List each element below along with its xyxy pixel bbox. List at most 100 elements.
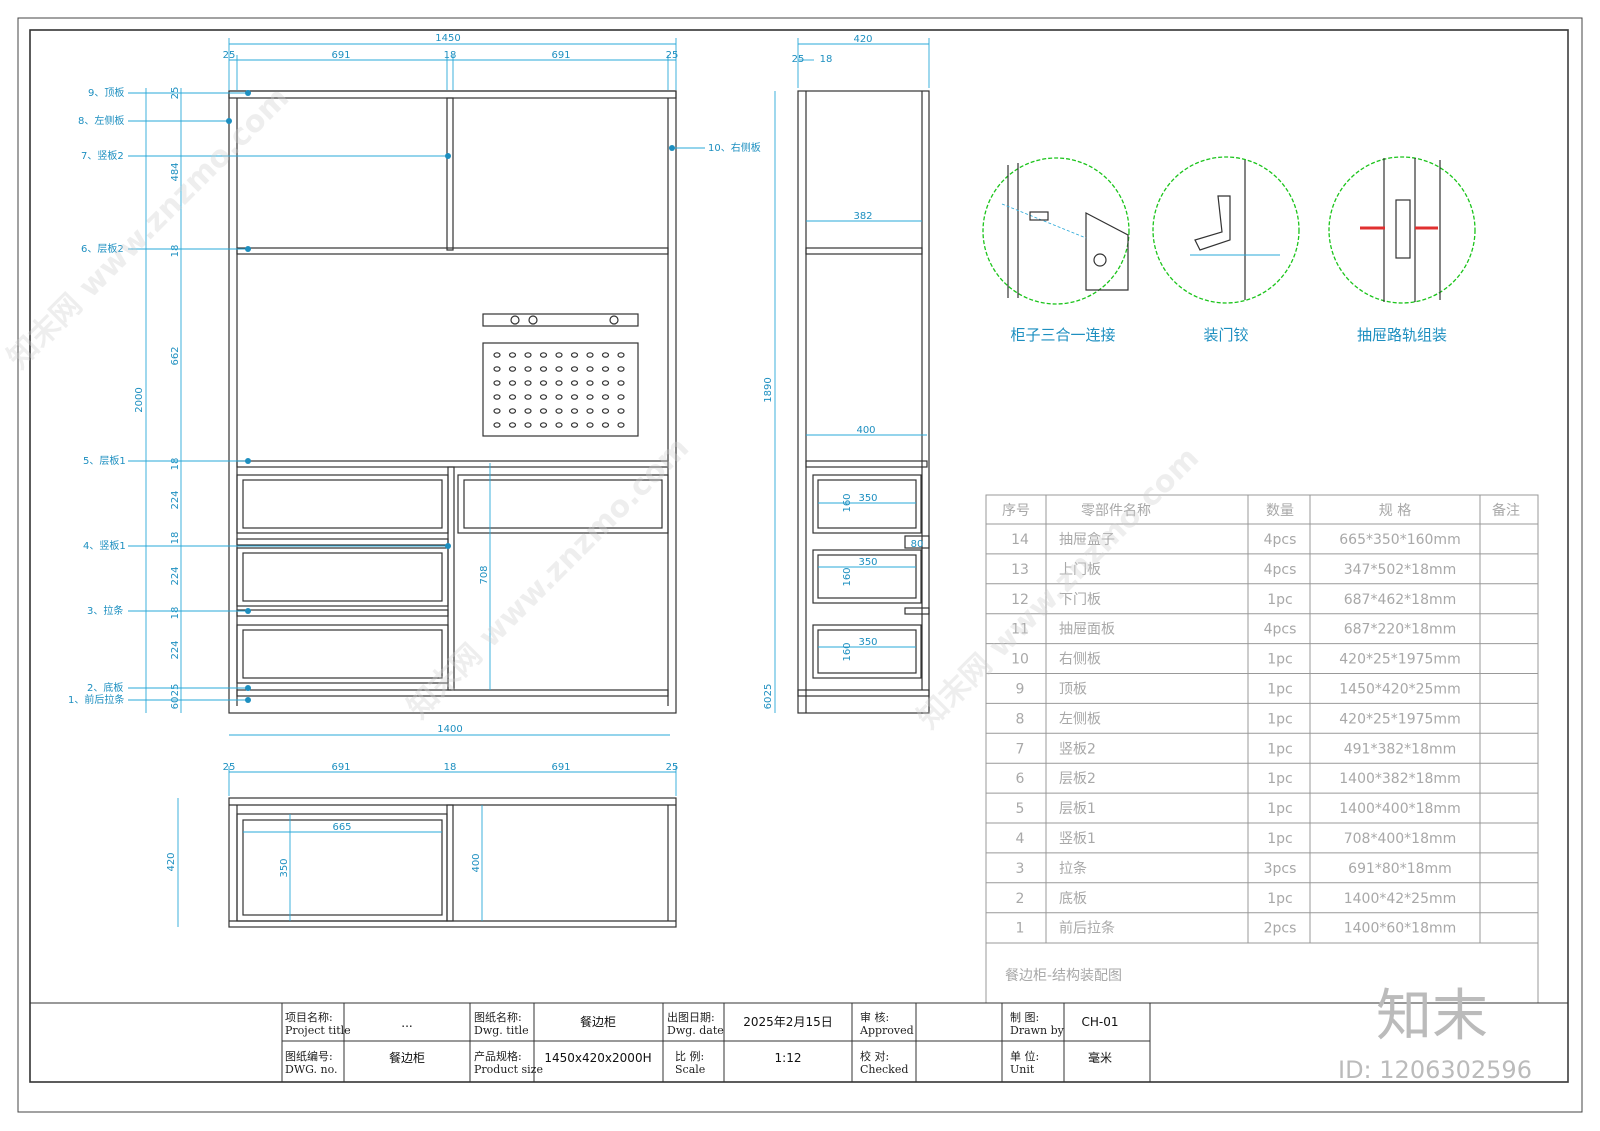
bottom-panel — [236, 689, 669, 697]
svg-text:18: 18 — [170, 245, 181, 258]
peg-hole — [617, 380, 625, 386]
peg-hole — [555, 352, 563, 358]
svg-text:18: 18 — [444, 762, 457, 773]
part-leaders: 9、顶板 8、左侧板 7、竖板2 6、层板2 5、层板1 4、竖板1 3、拉条 … — [68, 86, 761, 706]
svg-text:160: 160 — [842, 642, 853, 661]
sheet-inner-border — [29, 29, 1569, 1083]
svg-text:25: 25 — [170, 684, 181, 697]
svg-text:665: 665 — [332, 822, 351, 833]
svg-text:18: 18 — [170, 458, 181, 471]
svg-text:691: 691 — [551, 50, 570, 61]
peg-hole — [524, 408, 532, 414]
table-cell: 687*462*18mm — [1344, 592, 1457, 608]
svg-text:2025年2月15日: 2025年2月15日 — [743, 1015, 832, 1029]
drawer-rail-icon — [1395, 199, 1411, 259]
svg-text:Dwg. title: Dwg. title — [474, 1024, 529, 1037]
svg-text:4、竖板1: 4、竖板1 — [83, 539, 126, 552]
svg-text:餐边柜: 餐边柜 — [389, 1050, 425, 1065]
drawer-1-right — [457, 474, 669, 534]
svg-text:备注: 备注 — [1492, 502, 1520, 519]
svg-text:25: 25 — [223, 762, 236, 773]
peg-hole — [601, 394, 610, 400]
svg-text:校 对:: 校 对: — [860, 1049, 889, 1063]
peg-hole — [508, 394, 517, 400]
svg-text:1:12: 1:12 — [775, 1051, 802, 1065]
svg-text:25: 25 — [763, 684, 774, 697]
detail-caption-1: 柜子三合一连接 — [1010, 326, 1115, 344]
peg-hole — [601, 408, 610, 414]
peg-hole — [601, 422, 610, 428]
peg-hole — [570, 352, 579, 358]
svg-text:18: 18 — [444, 50, 457, 61]
peg-hole — [586, 408, 594, 414]
peg-hole — [539, 380, 548, 386]
table-cell: 前后拉条 — [1059, 920, 1115, 937]
table-cell: 1 — [1016, 921, 1025, 937]
peg-hole — [586, 352, 594, 358]
shelf-2 — [236, 247, 669, 255]
svg-text:160: 160 — [842, 567, 853, 586]
svg-text:Drawn by: Drawn by — [1010, 1024, 1065, 1037]
brand-logo: 知末 — [1376, 984, 1488, 1049]
table-cell: 8 — [1016, 711, 1025, 727]
svg-text:18: 18 — [820, 54, 833, 65]
peg-hole — [539, 408, 548, 414]
title-block: 项目名称: Project title ... 图纸名称: Dwg. title… — [30, 1002, 1568, 1082]
svg-text:80: 80 — [911, 539, 924, 550]
svg-text:60: 60 — [170, 697, 181, 710]
svg-text:6、层板2: 6、层板2 — [81, 242, 124, 255]
table-cell: 4pcs — [1264, 532, 1297, 548]
peg-hole — [617, 422, 625, 428]
table-cell: 1pc — [1267, 831, 1293, 847]
peg-hole — [508, 408, 517, 414]
table-cell: 3 — [1016, 861, 1025, 877]
svg-text:Unit: Unit — [1010, 1063, 1035, 1076]
svg-text:5、层板1: 5、层板1 — [83, 454, 126, 467]
svg-text:8、左侧板: 8、左侧板 — [78, 114, 124, 127]
svg-text:400: 400 — [856, 425, 875, 436]
table-footer: 餐边柜-结构装配图 — [1005, 968, 1122, 984]
detail-caption-3: 抽屉路轨组装 — [1357, 326, 1447, 344]
peg-hole — [493, 366, 501, 372]
svg-text:图纸编号:: 图纸编号: — [285, 1049, 333, 1063]
table-cell: 1pc — [1267, 711, 1293, 727]
peg-hole — [555, 394, 563, 400]
peg-hole — [539, 394, 548, 400]
svg-text:1400: 1400 — [437, 724, 462, 735]
svg-text:224: 224 — [170, 640, 181, 659]
table-cell: 4pcs — [1264, 622, 1297, 638]
peg-hole — [601, 380, 610, 386]
table-cell: 拉条 — [1059, 860, 1087, 877]
svg-text:产品规格:: 产品规格: — [474, 1049, 522, 1063]
front-view: 1450 25 691 18 691 25 2000 25 484 18 662… — [68, 33, 761, 736]
top-view: 25 691 18 691 25 420 665 350 400 — [166, 762, 678, 928]
table-cell: 抽屉盒子 — [1059, 531, 1115, 548]
table-cell: 右侧板 — [1059, 652, 1101, 668]
detail-hinge: 装门铰 — [1152, 156, 1300, 344]
table-cell: 13 — [1011, 562, 1029, 578]
table-cell: 7 — [1016, 741, 1025, 757]
svg-text:18: 18 — [170, 607, 181, 620]
drawer-2 — [236, 547, 449, 607]
table-cell: 左侧板 — [1059, 711, 1101, 727]
table-cell: 顶板 — [1059, 682, 1087, 698]
table-cell: 1450*420*25mm — [1339, 682, 1460, 698]
peg-hole — [617, 352, 625, 358]
svg-text:10、右侧板: 10、右侧板 — [708, 141, 761, 154]
peg-hole — [570, 394, 579, 400]
peg-hole — [493, 394, 501, 400]
dim-1450: 1450 — [435, 33, 460, 44]
peg-hole — [493, 352, 501, 358]
svg-text:DWG. no.: DWG. no. — [285, 1063, 338, 1076]
peg-hole — [524, 422, 532, 428]
table-cell: 6 — [1016, 771, 1025, 787]
table-cell: 竖板1 — [1059, 831, 1096, 847]
drawer-1-left — [236, 474, 449, 534]
detail-drawer-rail: 抽屉路轨组装 — [1328, 156, 1476, 344]
hinge-icon — [1194, 195, 1231, 251]
peg-hole — [570, 422, 579, 428]
peg-hole — [555, 366, 563, 372]
table-cell: 层板1 — [1059, 801, 1096, 817]
table-cell: 1pc — [1267, 771, 1293, 787]
